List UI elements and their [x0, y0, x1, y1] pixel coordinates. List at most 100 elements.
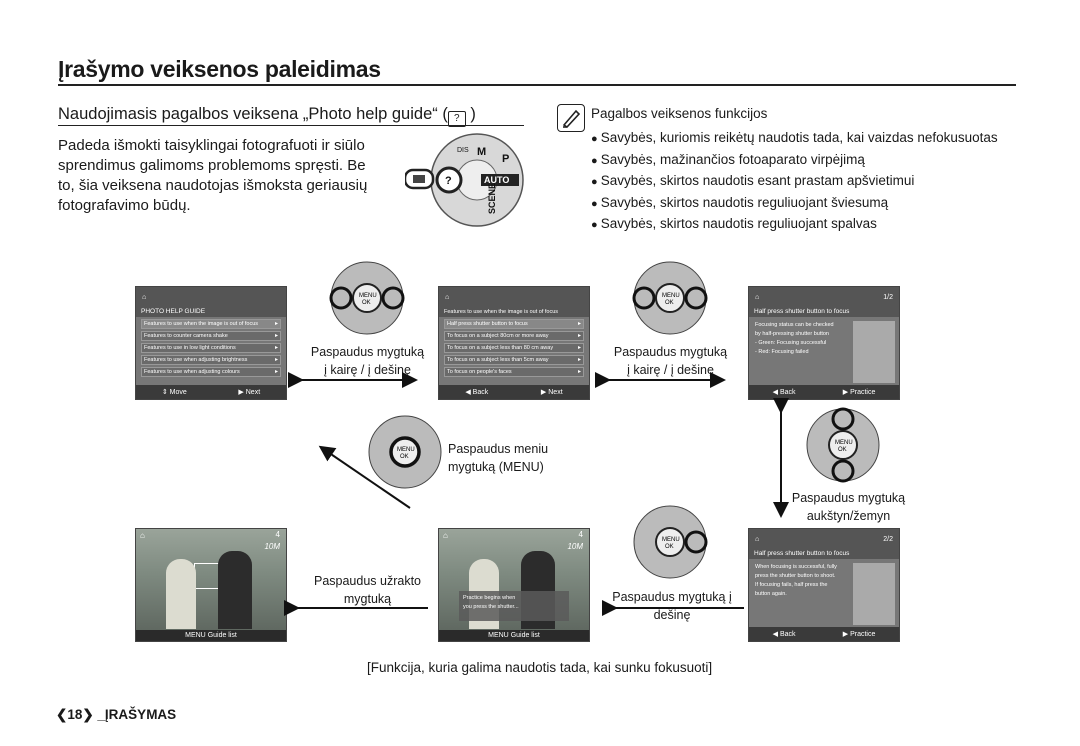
image-size: 10M [567, 542, 583, 551]
menu-guide: MENU Guide list [185, 632, 237, 639]
shot-count: 4 [275, 530, 280, 539]
screen-footer: MENU Guide list [136, 630, 286, 641]
back-hint: ◀ Back [772, 631, 796, 638]
menu-row[interactable]: Features to use when adjusting brightnes… [141, 355, 281, 365]
arrow-icon [318, 445, 411, 509]
list-item: Savybės, skirtos naudotis esant prastam … [591, 171, 998, 193]
list-item: Savybės, skirtos naudotis reguliuojant s… [591, 214, 998, 236]
shot-count: 4 [578, 530, 583, 539]
note-title: Pagalbos veiksenos funkcijos [591, 106, 768, 121]
section-title: Naudojimasis pagalbos veiksena „Photo he… [58, 105, 476, 127]
svg-text:MENU: MENU [835, 440, 853, 446]
menu-row[interactable]: To focus on a subject less than 80 cm aw… [444, 343, 584, 353]
menu-row[interactable]: To focus on a subject 80cm or more away [444, 331, 584, 341]
menu-row[interactable]: To focus on a subject less than 5cm away [444, 355, 584, 365]
svg-text:M: M [477, 146, 486, 158]
svg-text:MENU: MENU [397, 447, 415, 453]
help-mode-icon: ⌂ [445, 293, 450, 301]
help-mode-icon: ⌂ [140, 531, 145, 540]
svg-text:SCENE: SCENE [487, 183, 497, 214]
mode-dial-icon: ? M P DIS AUTO SCENE [405, 133, 524, 227]
hand-illustration [853, 563, 895, 625]
note-pen-icon [557, 104, 585, 132]
help-guide-icon: ? [447, 111, 466, 127]
page-number: 18 [67, 707, 83, 722]
menu-guide: MENU Guide list [488, 632, 540, 639]
menu-row[interactable]: Half press shutter button to focus [444, 319, 584, 329]
help-mode-icon: ⌂ [142, 293, 147, 301]
svg-text:MENU: MENU [662, 293, 680, 299]
screen-footer: MENU Guide list [439, 630, 589, 641]
help-mode-icon: ⌂ [755, 535, 760, 543]
bride-figure [166, 559, 196, 629]
screen-topbar: ⌂ [136, 287, 286, 307]
menu-row[interactable]: Features to use when adjusting colours [141, 367, 281, 377]
page-indicator: 2/2 [883, 535, 893, 543]
footer-note: [Funkcija, kuria galima naudotis tada, k… [367, 660, 713, 675]
screen-live-view: ⌂ 4 10M MENU Guide list [135, 528, 287, 642]
move-hint: ⇕ Move [161, 389, 187, 396]
screen-footer: ◀ Back ▶ Practice [749, 385, 899, 399]
next-hint: ▶ Next [540, 389, 563, 396]
help-mode-icon: ⌂ [443, 531, 448, 540]
screen-focus-help-2: ⌂2/2 Half press shutter button to focus … [748, 528, 900, 642]
svg-text:P: P [502, 153, 509, 165]
screen-header: Features to use when the image is out of… [439, 307, 589, 317]
menu-row[interactable]: Features to use in low light conditions [141, 343, 281, 353]
help-mode-icon: ⌂ [755, 293, 760, 301]
page-title: Įrašymo veiksenos paleidimas [58, 56, 381, 82]
svg-text:OK: OK [665, 300, 674, 306]
page-footer: ❮18❯ _ĮRAŠYMAS [56, 707, 176, 723]
screen-header: PHOTO HELP GUIDE [136, 307, 286, 317]
svg-text:OK: OK [400, 454, 409, 460]
practice-hint: ▶ Practice [842, 389, 876, 396]
chevron-right-icon: ❯ [82, 707, 94, 722]
menu-row[interactable]: Features to counter camera shake [141, 331, 281, 341]
list-item: Savybės, skirtos naudotis reguliuojant š… [591, 193, 998, 215]
svg-text:OK: OK [665, 544, 674, 550]
page-indicator: 1/2 [883, 293, 893, 301]
svg-text:AUTO: AUTO [484, 175, 509, 185]
section-title-end: ) [465, 105, 476, 123]
feature-list: Savybės, kuriomis reikėtų naudotis tada,… [591, 128, 998, 236]
svg-text:MENU: MENU [359, 293, 377, 299]
section-title-text: Naudojimasis pagalbos veiksena „Photo he… [58, 105, 448, 123]
section-divider [58, 125, 524, 126]
svg-text:MENU: MENU [662, 537, 680, 543]
menu-row[interactable]: Features to use when the image is out of… [141, 319, 281, 329]
svg-text:OK: OK [362, 300, 371, 306]
screen-footer: ⇕ Move ▶ Next [136, 385, 286, 399]
next-hint: ▶ Next [238, 389, 261, 396]
image-size: 10M [264, 542, 280, 551]
section-name: _ĮRAŠYMAS [97, 707, 177, 722]
screen-header: Half press shutter button to focus [749, 307, 899, 317]
groom-figure [218, 551, 252, 629]
screen-focus-help-1: ⌂1/2 Half press shutter button to focus … [748, 286, 900, 400]
screen-help-menu: ⌂ PHOTO HELP GUIDE Features to use when … [135, 286, 287, 400]
screen-footer: ◀ Back ▶ Next [439, 385, 589, 399]
screen-topbar: ⌂ [439, 287, 589, 307]
svg-text:OK: OK [838, 447, 847, 453]
title-divider [58, 84, 1016, 86]
hand-illustration [853, 321, 895, 383]
screen-footer: ◀ Back ▶ Practice [749, 627, 899, 641]
screen-focus-menu: ⌂ Features to use when the image is out … [438, 286, 590, 400]
back-hint: ◀ Back [772, 389, 796, 396]
menu-row[interactable]: To focus on people's faces [444, 367, 584, 377]
intro-text: Padeda išmokti taisyklingai fotografuoti… [58, 137, 368, 214]
screen-topbar: ⌂ 1/2 [749, 287, 899, 307]
screen-header: Half press shutter button to focus [749, 549, 899, 559]
chevron-left-icon: ❮ [56, 707, 68, 722]
